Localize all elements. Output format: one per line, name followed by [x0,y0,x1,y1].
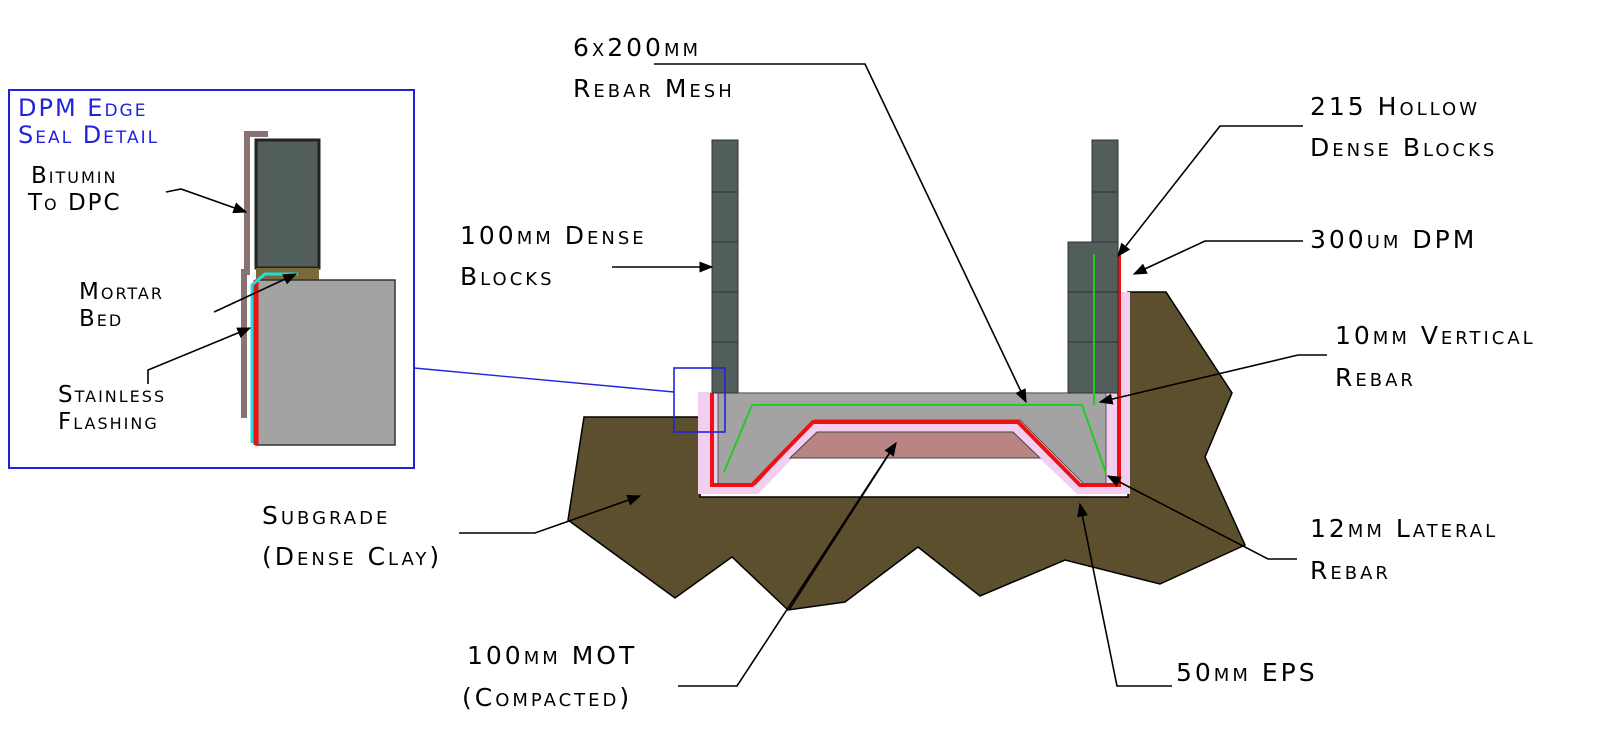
dense-label-line1: 100mm Dense [460,221,647,250]
flashing-label-line2: Flashing [58,409,159,435]
dense-block-column [711,139,739,394]
lateral-label-line1: 12mm Lateral [1310,514,1498,543]
lateral-label-line2: Rebar [1310,556,1391,585]
dense-label-line2: Blocks [460,262,555,291]
mot-subbase [788,431,1042,459]
subgrade-shape [567,291,1246,611]
detail-block [254,138,321,270]
flashing-label-line1: Stainless [58,382,166,408]
detail-concrete [255,279,396,446]
mot-label-line1: 100mm MOT [467,641,637,670]
bitumin-label-line1: Bitumin [31,163,117,189]
mortar-label-line2: Bed [79,306,123,332]
detail-title-line2: Seal Detail [18,121,159,149]
detail-labels: DPM Edge Seal Detail Bitumin To DPC Mort… [18,94,166,435]
subgrade-label-line2: (Dense Clay) [262,542,442,571]
hollow-block-upper [1091,139,1119,243]
dpm-label: 300um DPM [1310,225,1477,254]
subgrade-label-line1: Subgrade [262,501,390,530]
vertical-label-line1: 10mm Vertical [1335,321,1536,350]
vertical-label-line2: Rebar [1335,363,1416,392]
eps-label: 50mm EPS [1176,658,1318,687]
mot-label-line2: (Compacted) [462,683,632,712]
detail-flashing [250,272,298,443]
main-labels: 6x200mm Rebar Mesh 215 Hollow Dense Bloc… [262,33,1536,712]
detail-title-line1: DPM Edge [18,94,147,122]
hollow-label-line1: 215 Hollow [1310,92,1480,121]
zoom-box [673,367,726,433]
mesh-label-line1: 6x200mm [573,33,701,62]
rebar-mesh [723,404,1107,474]
bitumin-label-line2: To DPC [27,190,122,216]
mesh-label-line2: Rebar Mesh [573,74,735,103]
mortar-label-line1: Mortar [79,279,164,305]
leader-lines [147,63,1327,687]
zoom-connector [413,367,675,393]
bitumin-strip [241,131,268,418]
hollow-label-line2: Dense Blocks [1310,133,1497,162]
